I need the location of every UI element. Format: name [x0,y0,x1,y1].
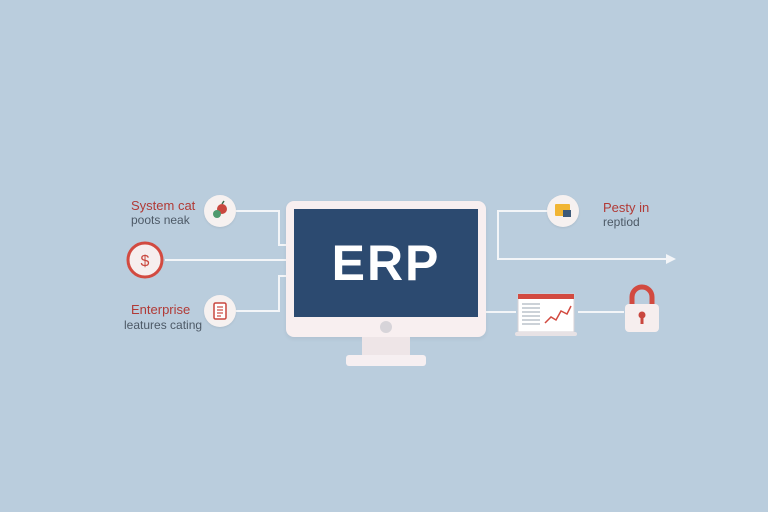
erp-label: ERP [331,235,441,291]
connector-line [497,210,499,260]
monitor-stand [346,355,426,366]
erp-monitor: ERP [286,201,486,337]
power-button [380,321,392,333]
pesty-in-title: Pesty in [603,200,650,215]
erp-screen [294,209,478,317]
connector-line [278,244,288,246]
connector-line [165,259,288,261]
monitor-neck [362,337,410,357]
connector-line [497,258,669,260]
connector-line [278,275,280,312]
connector-line [236,210,279,212]
padlock[interactable] [622,282,662,334]
svg-text:$: $ [141,253,150,270]
pesty-in-subtitle: reptiod [603,215,640,229]
document-icon [213,302,227,320]
pesty-in-node[interactable] [547,195,579,227]
connector-line [278,275,288,277]
dollar-node[interactable]: $ [125,240,165,280]
system-cat-subtitle: poots neak [131,213,190,227]
connector-line [236,310,279,312]
enterprise-node[interactable] [204,295,236,327]
system-cat-title: System cat [131,198,196,213]
connector-line [578,311,624,313]
folder-icon [555,204,571,217]
dollar-icon: $ [126,241,164,279]
arrow-head-icon [666,254,676,264]
report-laptop[interactable] [515,293,577,339]
system-cat-node[interactable] [204,195,236,227]
leaf-apple-icon [213,200,227,218]
enterprise-subtitle: leatures cating [124,318,203,332]
enterprise-title: Enterprise [131,302,191,317]
connector-line [278,210,280,245]
connector-line [486,311,516,313]
padlock-icon [625,284,659,332]
report-screen-icon [515,293,577,336]
connector-line [497,210,549,212]
